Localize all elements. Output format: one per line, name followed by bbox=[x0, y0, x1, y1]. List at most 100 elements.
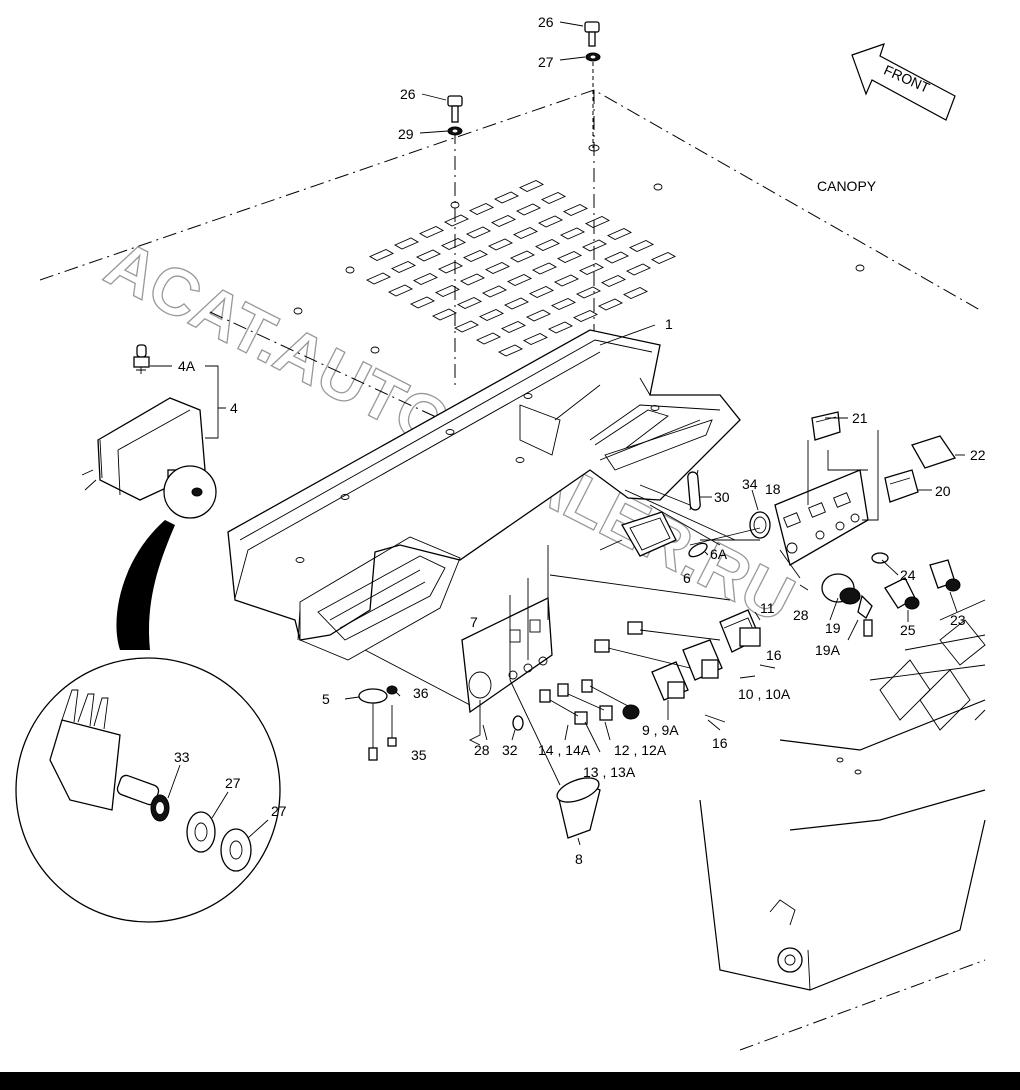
vent-slot bbox=[512, 226, 539, 240]
front-arrow-icon: FRONT bbox=[851, 43, 956, 121]
vent-slot bbox=[578, 262, 605, 276]
assembly-lines bbox=[364, 484, 809, 786]
console-housing bbox=[227, 329, 741, 661]
callout-18: 18 bbox=[765, 481, 781, 497]
callout-32: 32 bbox=[502, 742, 518, 758]
callout-16-upper: 16 bbox=[766, 647, 782, 663]
vent-slot bbox=[484, 261, 511, 275]
vent-slot bbox=[409, 296, 436, 309]
vent-slot bbox=[478, 308, 505, 322]
callout-29: 29 bbox=[398, 126, 414, 142]
vent-slot bbox=[550, 297, 577, 311]
vent-slot bbox=[465, 226, 492, 239]
vent-slot bbox=[562, 203, 589, 217]
vent-slot bbox=[540, 191, 567, 205]
bolt-26-left bbox=[447, 95, 463, 136]
gasket-30-shape bbox=[687, 471, 701, 511]
vent-slot bbox=[584, 215, 611, 229]
seat-frame bbox=[699, 599, 986, 1051]
panel-7 bbox=[461, 596, 553, 714]
vent-slot bbox=[440, 237, 467, 251]
callout-22: 22 bbox=[970, 447, 986, 463]
vent-slot bbox=[481, 285, 508, 298]
wire-harnesses bbox=[539, 621, 721, 725]
vent-slot bbox=[456, 296, 483, 310]
vent-slot bbox=[459, 273, 486, 286]
vent-slot bbox=[525, 309, 552, 322]
vent-slot bbox=[390, 260, 417, 274]
vent-slot bbox=[515, 203, 542, 216]
detail-zoom bbox=[15, 520, 281, 923]
callout-10-10a: 10 , 10A bbox=[738, 686, 791, 702]
ignition-key-switch-19 bbox=[821, 573, 873, 637]
callout-27-detail-a: 27 bbox=[225, 775, 241, 791]
callout-11: 11 bbox=[760, 600, 775, 616]
callout-5: 5 bbox=[322, 691, 330, 707]
callout-25: 25 bbox=[900, 622, 916, 638]
switch-22 bbox=[911, 435, 957, 469]
vent-slot bbox=[487, 238, 514, 251]
vent-slot bbox=[497, 344, 524, 357]
switch-21 bbox=[811, 411, 841, 441]
vent-slot bbox=[625, 263, 652, 276]
vent-slot bbox=[537, 215, 564, 228]
vent-slot bbox=[597, 298, 624, 311]
vent-slot bbox=[534, 238, 561, 252]
vent-slot bbox=[547, 321, 574, 334]
canopy-vent-grid bbox=[365, 179, 677, 357]
callout-26-top: 26 bbox=[538, 14, 554, 30]
vent-slot bbox=[475, 332, 502, 345]
vent-slot bbox=[368, 248, 395, 262]
vent-slot bbox=[559, 227, 586, 240]
callout-7: 7 bbox=[470, 614, 478, 630]
vent-slot bbox=[437, 261, 464, 274]
callout-19: 19 bbox=[825, 620, 841, 636]
vent-slot bbox=[628, 239, 655, 253]
vent-slot bbox=[572, 309, 599, 323]
callout-24: 24 bbox=[900, 567, 916, 583]
callout-34: 34 bbox=[742, 476, 758, 492]
dome-light bbox=[81, 397, 217, 519]
callout-6a: 6A bbox=[710, 546, 728, 562]
bulb-icon bbox=[133, 344, 150, 374]
callout-leaders bbox=[167, 21, 965, 846]
switch-25 bbox=[884, 577, 920, 610]
vent-slot bbox=[393, 237, 420, 250]
callout-1: 1 bbox=[665, 316, 673, 332]
callout-27-detail-b: 27 bbox=[271, 803, 287, 819]
vent-slot bbox=[443, 214, 470, 227]
vent-slot bbox=[509, 250, 536, 263]
vent-slot bbox=[603, 251, 630, 264]
switch-6 bbox=[599, 511, 708, 558]
switch-leaders bbox=[807, 430, 879, 521]
vent-slot bbox=[506, 273, 533, 287]
callout-33: 33 bbox=[174, 749, 190, 765]
screw-28 bbox=[468, 700, 481, 746]
relay-10 bbox=[682, 639, 723, 681]
vent-slot bbox=[531, 262, 558, 275]
vent-slot bbox=[365, 272, 392, 285]
callout-9-9a: 9 , 9A bbox=[642, 722, 679, 738]
vent-slot bbox=[453, 320, 480, 333]
bottom-border bbox=[0, 1072, 1020, 1090]
callout-23: 23 bbox=[950, 612, 966, 628]
grommet-32 bbox=[512, 715, 524, 731]
callout-27-top: 27 bbox=[538, 54, 554, 70]
vent-slot bbox=[528, 285, 555, 299]
vent-slot bbox=[503, 297, 530, 310]
canopy-label: CANOPY bbox=[817, 178, 877, 194]
vent-slot bbox=[650, 251, 677, 265]
vent-slot bbox=[622, 286, 649, 300]
vent-slot bbox=[518, 179, 545, 193]
callout-20: 20 bbox=[935, 483, 951, 499]
leader-4 bbox=[205, 365, 226, 439]
vent-slot bbox=[556, 250, 583, 264]
vent-slot bbox=[522, 332, 549, 346]
callout-28-right: 28 bbox=[793, 607, 809, 623]
vent-slot bbox=[412, 272, 439, 286]
callout-21: 21 bbox=[852, 410, 868, 426]
bracket-5 bbox=[358, 685, 398, 761]
callout-4: 4 bbox=[230, 400, 238, 416]
vent-slot bbox=[468, 202, 495, 216]
